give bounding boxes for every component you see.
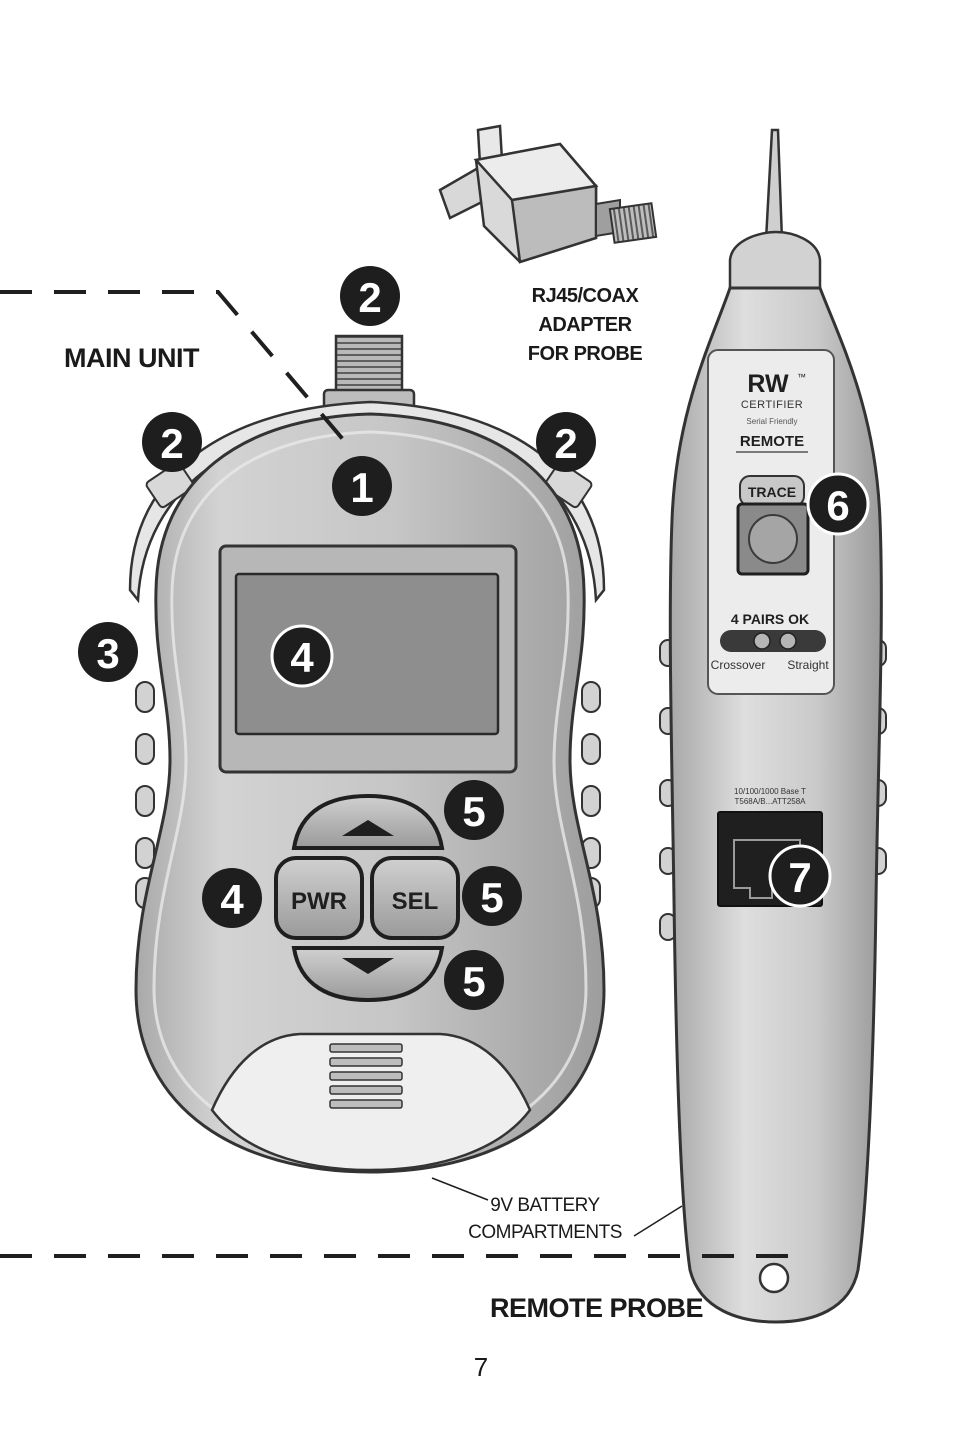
callout-2-left: 2	[142, 412, 202, 472]
port-text-line-2: T568A/B...ATT258A	[735, 797, 807, 806]
main-unit-label: MAIN UNIT	[64, 343, 199, 373]
callout-2-top-text: 2	[358, 274, 381, 321]
callout-5-up-text: 5	[462, 788, 485, 835]
probe-model: CERTIFIER	[741, 399, 803, 411]
callout-4-power: 4	[202, 868, 262, 928]
callout-2-left-text: 2	[160, 420, 183, 467]
adapter-label-line-1: RJ45/COAX	[531, 285, 639, 307]
battery-label: 9V BATTERY COMPARTMENTS	[440, 1192, 650, 1246]
adapter-label-line-2: ADAPTER	[538, 314, 632, 336]
lcd-screen	[234, 572, 500, 736]
callout-3-text: 3	[96, 630, 119, 677]
down-arrow-icon	[342, 958, 394, 974]
callout-5-down-text: 5	[462, 958, 485, 1005]
adapter-label-line-3: FOR PROBE	[527, 343, 643, 365]
battery-label-line-1: 9V BATTERY	[490, 1195, 600, 1216]
callout-6-text: 6	[826, 482, 849, 529]
callout-4-power-text: 4	[220, 876, 244, 923]
callout-2-right: 2	[536, 412, 596, 472]
crossover-led-icon	[753, 632, 771, 650]
keypad: PWR SEL	[274, 793, 460, 1003]
callout-4-screen: 4	[270, 624, 334, 688]
rj45-coax-adapter	[438, 124, 658, 264]
probe-brand-trademark: ™	[797, 372, 806, 382]
callout-5-select-text: 5	[480, 874, 503, 921]
up-arrow-icon	[342, 820, 394, 836]
battery-label-line-2: COMPARTMENTS	[468, 1222, 622, 1243]
probe-remote-label: REMOTE	[740, 433, 804, 450]
callout-2-right-text: 2	[554, 420, 577, 467]
adapter-label: RJ45/COAX ADAPTER FOR PROBE	[490, 282, 680, 369]
port-text-line-1: 10/100/1000 Base T	[734, 787, 806, 796]
page-number: 7	[473, 1352, 489, 1382]
select-button-label: SEL	[392, 888, 439, 915]
coax-connector	[334, 334, 404, 400]
callout-3: 3	[78, 622, 138, 682]
callout-1: 1	[332, 456, 392, 516]
main-unit-dashed-line	[0, 290, 354, 452]
select-button[interactable]	[370, 856, 460, 940]
callout-5-down: 5	[444, 950, 504, 1010]
crossover-label: Crossover	[711, 658, 766, 672]
straight-led-icon	[779, 632, 797, 650]
callout-7: 7	[768, 844, 832, 908]
callout-5-up: 5	[444, 780, 504, 840]
battery-leader-right	[633, 1205, 683, 1237]
probe-brand: RW	[747, 370, 789, 398]
callout-2-top: 2	[340, 266, 400, 326]
callout-5-select: 5	[462, 866, 522, 926]
callout-6: 6	[806, 472, 870, 536]
power-button-label: PWR	[291, 888, 347, 915]
pairs-ok-label: 4 PAIRS OK	[731, 611, 809, 627]
straight-label: Straight	[787, 658, 829, 672]
remote-probe-device: RW ™ CERTIFIER Serial Friendly REMOTE TR…	[659, 128, 887, 1324]
remote-probe-label: REMOTE PROBE	[490, 1293, 704, 1323]
callout-4-screen-text: 4	[290, 634, 314, 681]
callout-1-text: 1	[350, 464, 373, 511]
callout-7-text: 7	[788, 854, 811, 901]
battery-leader-left	[431, 1177, 489, 1201]
probe-small-text: Serial Friendly	[746, 417, 797, 426]
power-button[interactable]	[274, 856, 364, 940]
trace-button-label: TRACE	[748, 484, 796, 500]
